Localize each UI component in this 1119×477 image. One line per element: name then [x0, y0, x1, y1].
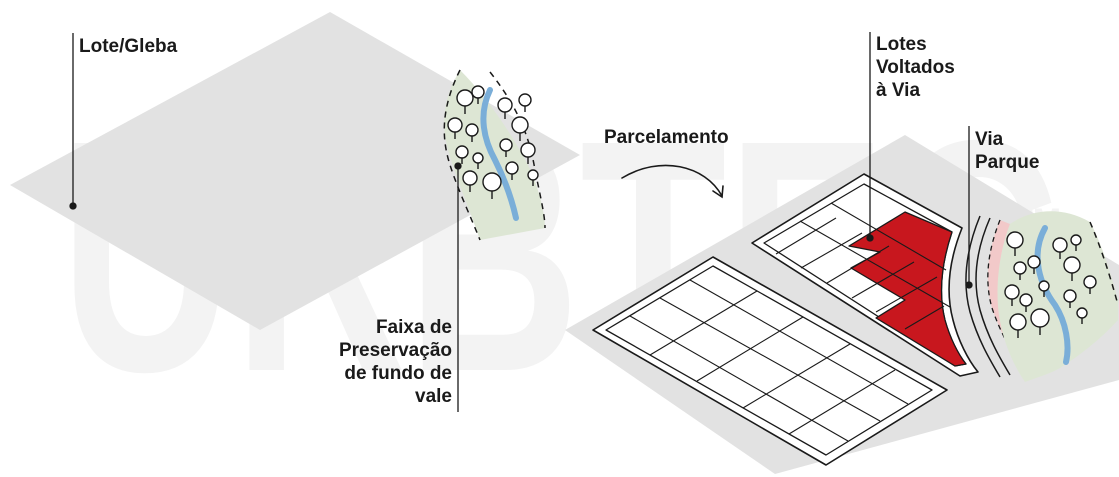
- lower-block-lot-lines: [629, 279, 909, 442]
- tree-icon: [1063, 256, 1081, 281]
- leader-faixa-dot: [454, 162, 462, 170]
- tree-icon: [518, 93, 532, 112]
- tree-icon: [1070, 234, 1082, 251]
- tree-icon: [455, 145, 469, 164]
- right-preservation-zone: [997, 211, 1118, 382]
- lower-block: [592, 256, 948, 466]
- tree-icon: [1038, 280, 1050, 297]
- label-faixa-preservacao: Faixa de Preservação de fundo de vale: [339, 316, 452, 408]
- tree-icon: [511, 116, 529, 141]
- right-strip-border: [1089, 221, 1119, 306]
- tree-icon: [1052, 237, 1068, 259]
- tree-icon: [1027, 255, 1041, 274]
- tree-icon: [1076, 307, 1088, 324]
- tree-icon: [499, 138, 513, 157]
- right-river: [1034, 225, 1071, 365]
- tree-icon: [471, 85, 485, 104]
- tree-icon: [520, 142, 536, 164]
- parcelamento-arrow: [621, 164, 724, 199]
- label-lotes-voltados-line-3: à Via: [876, 80, 921, 101]
- left-river: [480, 87, 519, 221]
- label-faixa-line-2: Preservação: [338, 340, 452, 361]
- lotes-voltados-red-lots: [848, 211, 967, 367]
- tree-icon: [497, 97, 513, 119]
- tree-icon: [505, 161, 519, 180]
- upper-block: [751, 173, 979, 377]
- tree-icon: [527, 169, 539, 186]
- label-faixa-line-4: vale: [415, 386, 452, 407]
- label-lotes-voltados-line-2: Voltados: [876, 57, 955, 78]
- left-preservation-strip: [443, 69, 546, 241]
- tree-icon: [1009, 313, 1027, 338]
- label-faixa-line-3: de fundo de: [344, 363, 452, 384]
- via-parque-road-edge-2: [965, 215, 1001, 378]
- leader-lote-gleba-dot: [69, 202, 77, 210]
- tree-icon: [447, 117, 463, 139]
- tree-icon: [1006, 231, 1024, 256]
- label-lotes-voltados-line-1: Lotes: [876, 34, 927, 55]
- tree-icon: [1013, 261, 1027, 280]
- tree-icon: [1063, 289, 1077, 308]
- via-parque-pink: [987, 220, 1030, 370]
- lote-gleba-area: [10, 12, 580, 330]
- tree-icon: [472, 152, 484, 169]
- tree-icon: [1030, 308, 1050, 335]
- via-parque-road-edge: [975, 217, 1011, 376]
- label-via-parque-line-2: Parque: [975, 152, 1040, 173]
- tree-icon: [456, 89, 474, 114]
- tree-icon: [1083, 275, 1097, 294]
- tree-icon: [1004, 284, 1020, 306]
- label-via-parque: Via Parque: [975, 128, 1039, 174]
- leader-via-parque-dot: [965, 281, 973, 289]
- tree-icon: [462, 170, 478, 192]
- label-via-parque-line-1: Via: [975, 129, 1004, 150]
- label-parcelamento: Parcelamento: [604, 127, 729, 148]
- tree-icon: [1019, 293, 1033, 312]
- upper-block-lot-lines: [775, 202, 951, 330]
- right-preservation-strip: [997, 211, 1119, 382]
- leader-lotes-voltados-dot: [866, 234, 874, 242]
- leader-lines: [69, 32, 973, 412]
- tree-icon: [465, 123, 479, 142]
- right-trees: [1004, 231, 1097, 338]
- label-lotes-voltados: Lotes Voltados à Via: [876, 33, 955, 102]
- label-lote-gleba: Lote/Gleba: [79, 36, 178, 57]
- tree-icon: [482, 172, 502, 199]
- label-faixa-line-1: Faixa de: [375, 317, 452, 338]
- left-trees: [447, 85, 539, 199]
